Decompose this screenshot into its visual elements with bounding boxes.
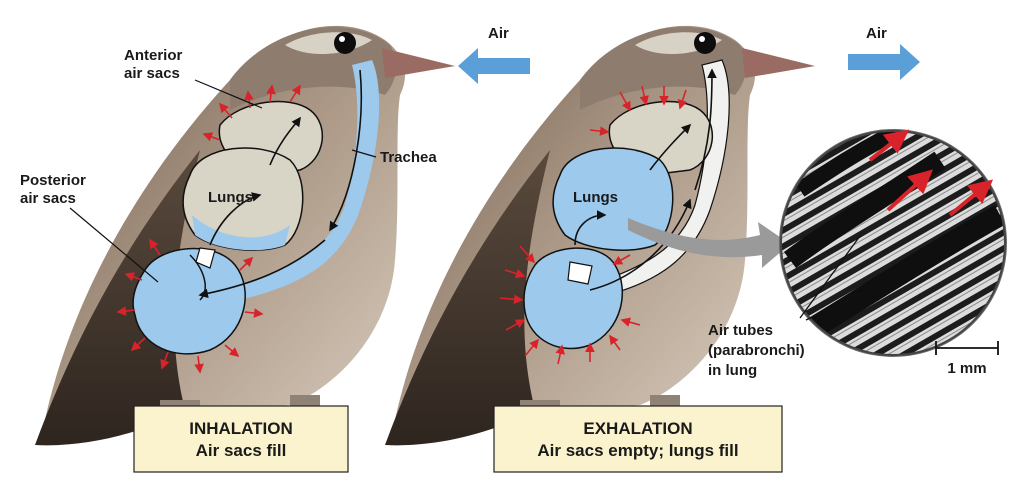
- scale-label: 1 mm: [947, 360, 986, 377]
- inhalation-caption-subtitle: Air sacs fill: [196, 441, 287, 460]
- air-tubes-label-3: in lung: [708, 362, 757, 379]
- inhalation-caption-title: INHALATION: [189, 419, 293, 438]
- anterior-air-sacs-label-1: Anterior: [124, 47, 183, 64]
- exhalation-caption-subtitle: Air sacs empty; lungs fill: [537, 441, 738, 460]
- inhalation-lungs-label: Lungs: [208, 189, 253, 206]
- posterior-air-sacs-label-1: Posterior: [20, 172, 86, 189]
- inhalation-air-arrow: [458, 48, 530, 84]
- posterior-air-sacs-label-2: air sacs: [20, 190, 76, 207]
- exhalation-caption-box: [494, 406, 782, 472]
- bird-beak: [742, 48, 815, 78]
- exhalation-air-arrow: [848, 44, 920, 80]
- exhalation-air-label: Air: [866, 25, 887, 42]
- anterior-air-sacs-label-2: air sacs: [124, 65, 180, 82]
- air-tubes-label-1: Air tubes: [708, 322, 773, 339]
- exhalation-lungs-label: Lungs: [573, 189, 618, 206]
- posterior-air-sac: [133, 249, 245, 354]
- inhalation-air-label: Air: [488, 25, 509, 42]
- bird-eye: [694, 32, 716, 54]
- air-tubes-label-2: (parabronchi): [708, 342, 805, 359]
- inhalation-caption-box: [134, 406, 348, 472]
- bird-eye: [334, 32, 356, 54]
- bird-beak: [382, 48, 455, 78]
- trachea-label: Trachea: [380, 149, 437, 166]
- exhalation-caption-title: EXHALATION: [583, 419, 692, 438]
